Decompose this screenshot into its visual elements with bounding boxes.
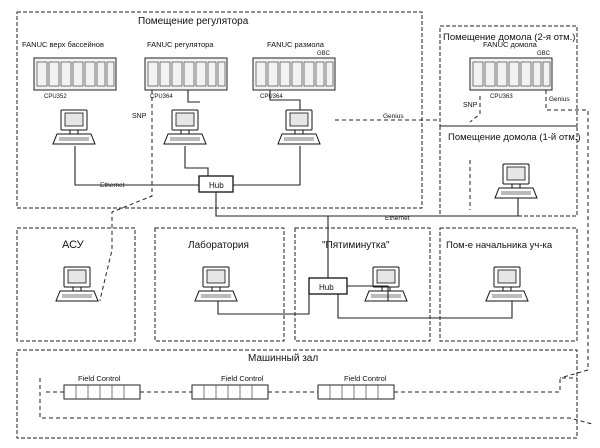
room-title-regulator: Помещение регулятора	[138, 16, 249, 27]
field-control-label-3: Field Control	[344, 374, 387, 383]
plc-rack-icon	[469, 57, 553, 91]
workstation-pc-icon	[194, 266, 238, 302]
field-control-module-icon	[317, 384, 395, 400]
snp-label-left: SNP	[132, 113, 147, 120]
cpu-label-regulator: CPU364	[150, 94, 173, 100]
ethernet-links	[74, 90, 519, 319]
cpu-label-razmol: CPU364	[260, 94, 283, 100]
network-hub-icon: Hub	[198, 175, 234, 193]
plc-rack-icon	[252, 57, 336, 91]
genius-bus	[46, 377, 577, 393]
plc-rack-icon	[33, 57, 117, 91]
room-domol-2-frame	[439, 25, 578, 127]
hub-label-bottom: Hub	[319, 283, 334, 292]
plc-name-regulator: FANUC регулятора	[147, 40, 214, 49]
workstation-pc-icon	[55, 266, 99, 302]
room-chief-frame	[439, 227, 578, 342]
plc-name-basin: FANUC верх бассейнов	[22, 40, 104, 49]
room-lab-frame	[154, 227, 285, 342]
room-title-chief: Пом-е начальника уч-ка	[446, 240, 553, 251]
plc-name-razmol: FANUC размола	[267, 40, 325, 49]
network-hub-icon: Hub	[308, 277, 348, 295]
serial-links	[39, 90, 593, 425]
cpu-label-domol: CPU363	[490, 94, 513, 100]
room-title-asu: АСУ	[62, 239, 85, 251]
field-control-label-2: Field Control	[221, 374, 264, 383]
snp-label-right: SNP	[463, 102, 478, 109]
field-control-module-icon	[191, 384, 269, 400]
room-title-machine-hall: Машинный зал	[248, 353, 318, 364]
gbc-label-domol: GBC	[537, 51, 551, 57]
room-title-domol-1: Помещение домола (1-й отм.)	[448, 132, 581, 143]
workstation-pc-icon	[163, 109, 207, 145]
field-control-label-1: Field Control	[78, 374, 121, 383]
room-pyatiminutka-frame	[294, 227, 431, 342]
cpu-label-basin: CPU352	[44, 94, 67, 100]
genius-label-right: Genius	[549, 96, 570, 103]
room-asu-frame	[16, 227, 136, 342]
room-title-domol-2: Помещение домола (2-я отм.)	[443, 32, 575, 43]
plc-name-domol: FANUC домола	[483, 40, 538, 49]
field-control-module-icon	[63, 384, 141, 400]
genius-label-top: Genius	[383, 113, 404, 120]
room-machine-hall-frame	[16, 349, 578, 439]
room-regulator-frame	[16, 11, 423, 209]
ethernet-label-mid: Ethernet	[385, 215, 410, 222]
room-title-lab: Лаборатория	[188, 239, 249, 251]
workstation-pc-icon	[485, 266, 529, 302]
gbc-label-razmol: GBC	[317, 51, 331, 57]
workstation-pc-icon	[364, 266, 408, 302]
hub-label-top: Hub	[209, 181, 224, 190]
workstation-pc-icon	[52, 109, 96, 145]
workstation-pc-icon	[494, 163, 538, 199]
room-title-pyatiminutka: "Пятиминутка"	[322, 240, 390, 251]
plc-rack-icon	[144, 57, 228, 91]
workstation-pc-icon	[277, 109, 321, 145]
